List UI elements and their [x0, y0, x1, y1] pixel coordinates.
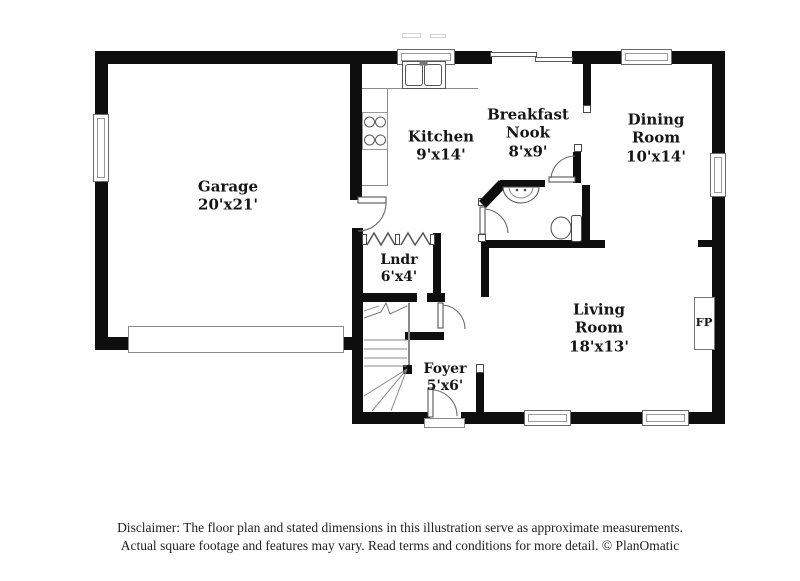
room-name: Breakfast [487, 105, 569, 124]
disclaimer-line-1: Disclaimer: The floor plan and stated di… [117, 520, 683, 535]
window-pane [97, 118, 105, 178]
bifold-door-icon [366, 231, 431, 247]
window-pane [625, 53, 668, 61]
door-jamb [476, 364, 484, 373]
exterior-wall-top-3 [572, 51, 624, 64]
staircase-icon [363, 301, 408, 412]
laundry-label: Lndr 6'x4' [380, 252, 417, 286]
kitchen-label: Kitchen 9'x14' [408, 128, 474, 165]
bifold-post [430, 234, 435, 245]
dining-living-wall-stub [698, 240, 714, 247]
room-name: Garage [197, 177, 259, 196]
exterior-stoop-mark-1 [402, 33, 421, 38]
fireplace-box [694, 297, 715, 350]
living-window-2 [642, 410, 689, 426]
exterior-wall-bottom-2 [461, 412, 527, 424]
nook-dining-wall [583, 63, 591, 113]
disclaimer-text: Disclaimer: The floor plan and stated di… [0, 519, 800, 555]
room-name: Kitchen [407, 127, 475, 146]
patio-slider-panel-inner [535, 57, 573, 62]
window-pane [401, 53, 451, 61]
room-dims: 18'x13' [569, 337, 629, 356]
foyer-living-wall [476, 372, 484, 412]
window-pane [714, 157, 722, 193]
window-pane [646, 414, 685, 422]
exterior-wall-right-upper [712, 51, 725, 157]
window-pane [528, 414, 567, 422]
room-dims: 9'x14' [416, 146, 466, 164]
hall-living-wall-stub [481, 240, 489, 297]
dining-top-window [621, 49, 672, 65]
garage-kitchen-wall-upper [350, 64, 362, 200]
pedestal-sink-icon [502, 186, 540, 204]
exterior-wall-bottom-4 [685, 412, 725, 424]
laundry-bottom-wall-2 [427, 293, 445, 302]
room-dims: 8'x9' [508, 142, 548, 161]
garage-window [93, 114, 109, 182]
garage-entry-door-leaf [357, 196, 387, 204]
exterior-wall-left-lower [95, 178, 108, 350]
exterior-wall-left-upper [95, 51, 108, 118]
dining-right-window [710, 153, 726, 197]
stair-newel-post [403, 365, 412, 374]
stair-partition-line [408, 303, 410, 366]
fireplace-label: FP [695, 315, 713, 329]
room-name: Room [574, 318, 624, 337]
room-name: Living [572, 300, 626, 319]
room-dims: 5'x6' [426, 378, 464, 394]
exterior-wall-right-lower [712, 195, 725, 424]
disclaimer-line-2: Actual square footage and features may v… [120, 538, 680, 553]
living-window-1 [524, 410, 571, 426]
garage-stair-wall-lower [352, 228, 363, 412]
powder-room-bottom-wall [483, 240, 605, 248]
powder-room-top-wall [500, 180, 545, 187]
front-door-sill [424, 418, 465, 428]
powder-room-right-wall [582, 185, 590, 240]
garage-label: Garage 20'x21' [198, 178, 258, 215]
front-door-leaf [427, 387, 434, 418]
room-dims: 10'x14' [626, 147, 686, 166]
exterior-wall-bottom-1 [352, 412, 430, 424]
kitchen-sink-icon [402, 61, 446, 89]
living-room-label: Living Room 18'x13' [569, 301, 629, 356]
bifold-post [362, 234, 367, 245]
hall-door-leaf [437, 302, 444, 329]
breakfast-nook-label: Breakfast Nook 8'x9' [487, 106, 569, 161]
exterior-wall-bottom-3 [569, 412, 645, 424]
room-name: Room [631, 128, 681, 147]
powder-diagonal-wall [479, 180, 506, 208]
patio-slider-panel-outer [490, 52, 537, 57]
door-jamb [574, 144, 582, 152]
nook-door-leaf [548, 176, 576, 183]
door-swing-arcs [357, 155, 576, 418]
room-dims: 6'x4' [380, 269, 418, 285]
bifold-post [395, 234, 400, 245]
garage-door [128, 326, 344, 353]
exterior-stoop-mark-2 [430, 34, 446, 38]
exterior-wall-top-4 [668, 51, 725, 64]
counter-edge-bottom [362, 185, 388, 186]
room-name: Lndr [380, 251, 418, 268]
door-jamb [583, 105, 591, 113]
toilet-icon [550, 215, 582, 242]
foyer-label: Foyer 5'x6' [424, 361, 467, 395]
nook-wall-stub [573, 152, 581, 183]
foyer-top-wall [405, 332, 444, 340]
dining-room-label: Dining Room 10'x14' [626, 111, 686, 166]
room-dims: 20'x21' [198, 196, 258, 214]
stove-icon [362, 112, 388, 150]
exterior-wall-top-2 [452, 51, 492, 64]
room-name: Nook [505, 123, 551, 142]
laundry-right-wall [433, 233, 441, 302]
powder-door-leaf [479, 206, 486, 235]
laundry-bottom-wall-1 [357, 293, 417, 302]
exterior-wall-top-1 [95, 51, 400, 64]
room-name: Dining [627, 110, 685, 129]
room-name: Foyer [423, 360, 467, 377]
